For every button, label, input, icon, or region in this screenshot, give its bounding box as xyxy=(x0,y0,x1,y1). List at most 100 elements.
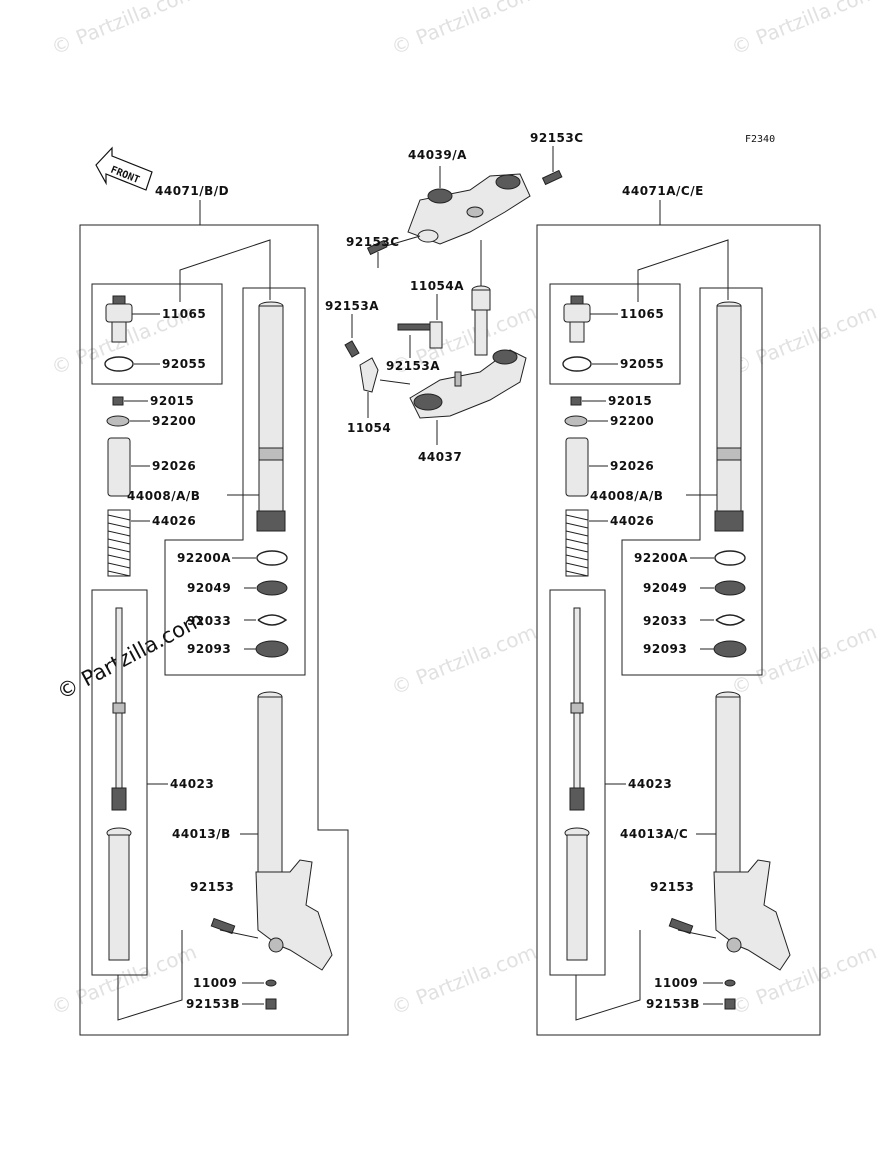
left-label-92200: 92200 xyxy=(152,414,196,428)
lower-bracket xyxy=(359,357,379,393)
o-ring xyxy=(104,356,134,372)
right-label-44008: 44008/A/B xyxy=(590,489,663,503)
left-label-92153: 92153 xyxy=(190,880,234,894)
center-label-92153A-left: 92153A xyxy=(325,299,379,313)
right-label-92153: 92153 xyxy=(650,880,694,894)
watermark: © Partzilla.com xyxy=(728,300,880,380)
steering-stem xyxy=(471,285,491,356)
front-arrow-icon: FRONT xyxy=(95,146,153,191)
center-label-92153A-right: 92153A xyxy=(386,359,440,373)
left-label-44026: 44026 xyxy=(152,514,196,528)
upper-triple-clamp xyxy=(407,173,531,245)
left-group-frame xyxy=(79,224,349,1036)
damper-box xyxy=(91,589,148,976)
damper-rod xyxy=(106,607,132,961)
retaining-clip xyxy=(257,614,288,626)
washer xyxy=(564,415,588,427)
right-label-92015: 92015 xyxy=(608,394,652,408)
left-label-92026: 92026 xyxy=(152,459,196,473)
center-label-92153C-left: 92153C xyxy=(346,235,400,249)
center-label-44039: 44039/A xyxy=(408,148,467,162)
left-assembly-label: 44071/B/D xyxy=(155,184,229,198)
spacer-tube xyxy=(565,437,589,497)
bracket-bolt xyxy=(344,340,360,358)
diagram-code: F2340 xyxy=(745,134,775,145)
lock-nut xyxy=(112,396,124,406)
right-label-11065: 11065 xyxy=(620,307,664,321)
watermark: © Partzilla.com xyxy=(48,0,200,60)
cap-subbox xyxy=(91,283,223,385)
axle-clamp-bolt xyxy=(210,917,236,935)
upper-bracket xyxy=(397,321,443,349)
oil-seal xyxy=(714,580,746,596)
outer-fork-tube xyxy=(255,691,333,971)
inner-fork-tube xyxy=(714,301,744,532)
right-label-11009: 11009 xyxy=(654,976,698,990)
watermark: © Partzilla.com xyxy=(728,620,880,700)
right-label-92033: 92033 xyxy=(643,614,687,628)
right-label-92093: 92093 xyxy=(643,642,687,656)
left-label-92049: 92049 xyxy=(187,581,231,595)
watermark: © Partzilla.com xyxy=(388,0,540,60)
left-label-44013: 44013/B xyxy=(172,827,231,841)
watermark: © Partzilla.com xyxy=(728,0,880,60)
right-label-92049: 92049 xyxy=(643,581,687,595)
damper-box xyxy=(549,589,606,976)
bushing-seal xyxy=(713,640,747,658)
o-ring xyxy=(562,356,592,372)
left-label-92153B: 92153B xyxy=(186,997,240,1011)
left-label-44008: 44008/A/B xyxy=(127,489,200,503)
lock-nut xyxy=(570,396,582,406)
right-label-44013: 44013A/C xyxy=(620,827,688,841)
fork-spring xyxy=(107,509,131,577)
left-label-11009: 11009 xyxy=(193,976,237,990)
retaining-clip xyxy=(715,614,746,626)
right-label-44023: 44023 xyxy=(628,777,672,791)
steering-stem-assembly: 44039/A 92153C 92153C 44037 xyxy=(325,131,584,464)
top-clamp-bolt xyxy=(541,169,563,186)
right-label-44026: 44026 xyxy=(610,514,654,528)
left-label-92093: 92093 xyxy=(187,642,231,656)
damper-rod xyxy=(564,607,590,961)
fork-spring xyxy=(565,509,589,577)
gasket xyxy=(724,979,736,987)
inner-tube-box xyxy=(164,287,306,676)
bushing-seal xyxy=(255,640,289,658)
oil-seal xyxy=(256,580,288,596)
center-label-11054A: 11054A xyxy=(410,279,464,293)
side-clamp-bolt xyxy=(366,239,388,256)
fork-cap-bolt xyxy=(563,295,591,343)
right-label-92055: 92055 xyxy=(620,357,664,371)
lower-triple-clamp xyxy=(409,349,527,419)
right-label-92153B: 92153B xyxy=(646,997,700,1011)
axle-clamp-bolt xyxy=(668,917,694,935)
left-fork-assembly: 44071/B/D 11065 92055 92015 92200 xyxy=(79,184,349,1036)
watermark-main: © Partzilla.com xyxy=(53,607,207,704)
watermark: © Partzilla.com xyxy=(388,940,540,1020)
inner-fork-tube xyxy=(256,301,286,532)
right-label-92200: 92200 xyxy=(610,414,654,428)
outer-fork-tube xyxy=(713,691,791,971)
left-label-44023: 44023 xyxy=(170,777,214,791)
center-label-44037: 44037 xyxy=(418,450,462,464)
right-fork-assembly: 44071A/C/E 11065 92055 92015 92200 92026 xyxy=(536,184,821,1036)
fork-cap-bolt xyxy=(105,295,133,343)
center-label-92153C-top: 92153C xyxy=(530,131,584,145)
spacer-tube xyxy=(107,437,131,497)
right-label-92026: 92026 xyxy=(610,459,654,473)
right-label-92200A: 92200A xyxy=(634,551,688,565)
right-assembly-label: 44071A/C/E xyxy=(622,184,704,198)
center-label-11054: 11054 xyxy=(347,421,391,435)
left-label-92033: 92033 xyxy=(187,614,231,628)
gasket xyxy=(265,979,277,987)
watermark: © Partzilla.com xyxy=(388,620,540,700)
washer xyxy=(106,415,130,427)
left-label-11065: 11065 xyxy=(162,307,206,321)
bottom-bolt xyxy=(724,998,736,1010)
right-group-frame xyxy=(536,224,821,1036)
bottom-bolt xyxy=(265,998,277,1010)
dust-seal-ring xyxy=(714,550,746,566)
cap-subbox xyxy=(549,283,681,385)
inner-tube-box xyxy=(621,287,763,676)
